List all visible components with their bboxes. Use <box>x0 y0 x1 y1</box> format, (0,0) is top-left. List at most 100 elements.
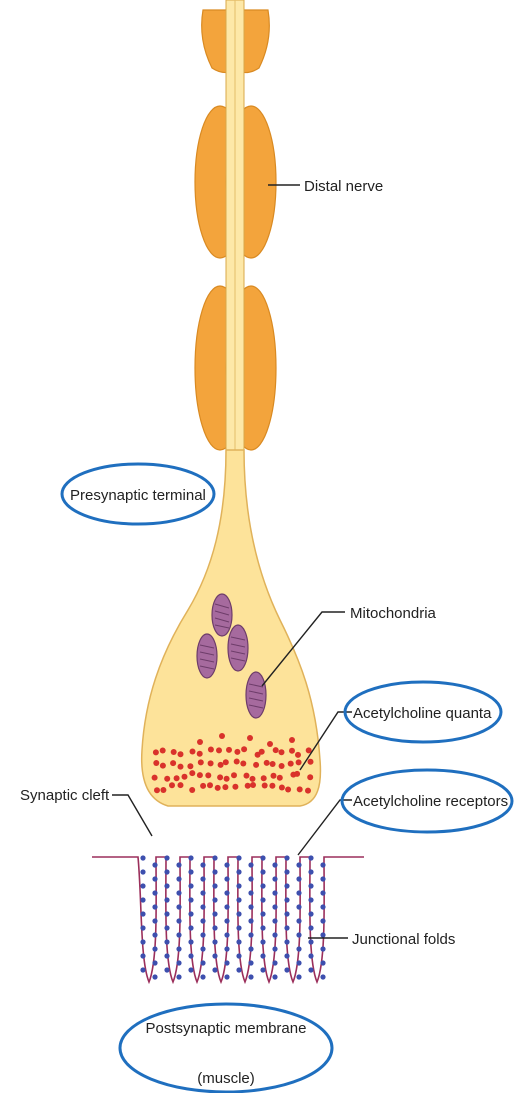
acetylcholine-quantum-dot <box>234 749 240 755</box>
acetylcholine-quantum-dot <box>198 759 204 765</box>
acetylcholine-receptor-dot <box>224 890 229 895</box>
label-postsynaptic-membrane-muscle: (muscle) <box>197 1070 255 1087</box>
acetylcholine-receptor-dot <box>320 932 325 937</box>
acetylcholine-receptor-dot <box>140 967 145 972</box>
acetylcholine-receptor-dot <box>188 869 193 874</box>
acetylcholine-quantum-dot <box>153 749 159 755</box>
acetylcholine-receptor-dot <box>296 918 301 923</box>
acetylcholine-quantum-dot <box>297 786 303 792</box>
acetylcholine-quantum-dot <box>197 751 203 757</box>
acetylcholine-receptor-dot <box>296 946 301 951</box>
acetylcholine-receptor-dot <box>224 862 229 867</box>
acetylcholine-receptor-dot <box>272 946 277 951</box>
acetylcholine-receptor-dot <box>308 897 313 902</box>
acetylcholine-receptor-dot <box>224 932 229 937</box>
acetylcholine-receptor-dot <box>224 946 229 951</box>
acetylcholine-receptor-dot <box>140 939 145 944</box>
label-mitochondria: Mitochondria <box>350 605 437 622</box>
acetylcholine-receptor-dot <box>260 869 265 874</box>
acetylcholine-receptor-dot <box>140 925 145 930</box>
acetylcholine-receptor-dot <box>236 883 241 888</box>
acetylcholine-receptor-dot <box>152 960 157 965</box>
acetylcholine-receptor-dot <box>248 932 253 937</box>
acetylcholine-quantum-dot <box>208 747 214 753</box>
acetylcholine-receptor-dot <box>200 960 205 965</box>
acetylcholine-receptor-dot <box>200 862 205 867</box>
acetylcholine-receptor-dot <box>164 953 169 958</box>
acetylcholine-quantum-dot <box>153 760 159 766</box>
acetylcholine-receptor-dot <box>260 897 265 902</box>
acetylcholine-quantum-dot <box>261 775 267 781</box>
acetylcholine-quantum-dot <box>160 763 166 769</box>
acetylcholine-receptor-dot <box>248 918 253 923</box>
mitochondrion <box>246 672 266 718</box>
acetylcholine-quantum-dot <box>253 762 259 768</box>
label-acetylcholine-receptors: Acetylcholine receptors <box>353 793 508 810</box>
acetylcholine-receptor-dot <box>200 918 205 923</box>
acetylcholine-receptor-dot <box>188 855 193 860</box>
acetylcholine-receptor-dot <box>224 974 229 979</box>
acetylcholine-quantum-dot <box>259 749 265 755</box>
acetylcholine-quantum-dot <box>207 782 213 788</box>
acetylcholine-receptor-dot <box>272 876 277 881</box>
acetylcholine-receptor-dot <box>236 967 241 972</box>
acetylcholine-receptor-dot <box>152 974 157 979</box>
acetylcholine-receptor-dot <box>272 918 277 923</box>
acetylcholine-receptor-dot <box>200 890 205 895</box>
acetylcholine-receptor-dot <box>164 925 169 930</box>
acetylcholine-quantum-dot <box>178 751 184 757</box>
acetylcholine-receptor-dot <box>212 939 217 944</box>
acetylcholine-receptor-dot <box>284 855 289 860</box>
acetylcholine-quantum-dot <box>152 775 158 781</box>
acetylcholine-receptor-dot <box>224 904 229 909</box>
acetylcholine-quantum-dot <box>190 749 196 755</box>
acetylcholine-quantum-dot <box>240 761 246 767</box>
acetylcholine-quantum-dot <box>241 746 247 752</box>
acetylcholine-receptor-dot <box>260 953 265 958</box>
acetylcholine-quantum-dot <box>295 752 301 758</box>
acetylcholine-receptor-dot <box>236 939 241 944</box>
acetylcholine-quantum-dot <box>247 735 253 741</box>
acetylcholine-quantum-dot <box>160 748 166 754</box>
acetylcholine-receptor-dot <box>308 855 313 860</box>
acetylcholine-receptor-dot <box>260 925 265 930</box>
acetylcholine-receptor-dot <box>320 918 325 923</box>
acetylcholine-receptor-dot <box>152 862 157 867</box>
acetylcholine-quantum-dot <box>305 788 311 794</box>
acetylcholine-receptor-dot <box>296 876 301 881</box>
leader-synaptic-cleft <box>112 795 152 836</box>
acetylcholine-quantum-dot <box>250 776 256 782</box>
acetylcholine-receptor-dot <box>212 883 217 888</box>
acetylcholine-receptor-dot <box>188 939 193 944</box>
acetylcholine-receptor-dot <box>164 883 169 888</box>
acetylcholine-receptor-dot <box>176 862 181 867</box>
acetylcholine-receptor-dot <box>200 932 205 937</box>
acetylcholine-quantum-dot <box>215 785 221 791</box>
acetylcholine-quantum-dot <box>294 771 300 777</box>
acetylcholine-receptor-dot <box>320 946 325 951</box>
acetylcholine-quantum-dot <box>262 783 268 789</box>
acetylcholine-quantum-dot <box>178 782 184 788</box>
label-acetylcholine-quanta: Acetylcholine quanta <box>353 705 492 722</box>
acetylcholine-quantum-dot <box>277 775 283 781</box>
acetylcholine-receptor-dot <box>236 897 241 902</box>
acetylcholine-quantum-dot <box>170 760 176 766</box>
label-junctional-folds: Junctional folds <box>352 931 455 948</box>
acetylcholine-receptor-dot <box>236 925 241 930</box>
acetylcholine-receptor-dot <box>140 953 145 958</box>
acetylcholine-receptor-dot <box>164 967 169 972</box>
acetylcholine-receptor-dot <box>296 932 301 937</box>
acetylcholine-quantum-dot <box>288 761 294 767</box>
acetylcholine-quantum-dot <box>223 759 229 765</box>
acetylcholine-receptor-dot <box>284 939 289 944</box>
acetylcholine-quantum-dot <box>154 787 160 793</box>
acetylcholine-receptor-dot <box>188 953 193 958</box>
acetylcholine-quantum-dot <box>289 737 295 743</box>
acetylcholine-receptor-dot <box>248 946 253 951</box>
acetylcholine-quantum-dot <box>187 763 193 769</box>
acetylcholine-receptor-dot <box>224 960 229 965</box>
acetylcholine-receptor-dot <box>308 869 313 874</box>
acetylcholine-receptor-dot <box>152 932 157 937</box>
acetylcholine-receptor-dot <box>308 939 313 944</box>
